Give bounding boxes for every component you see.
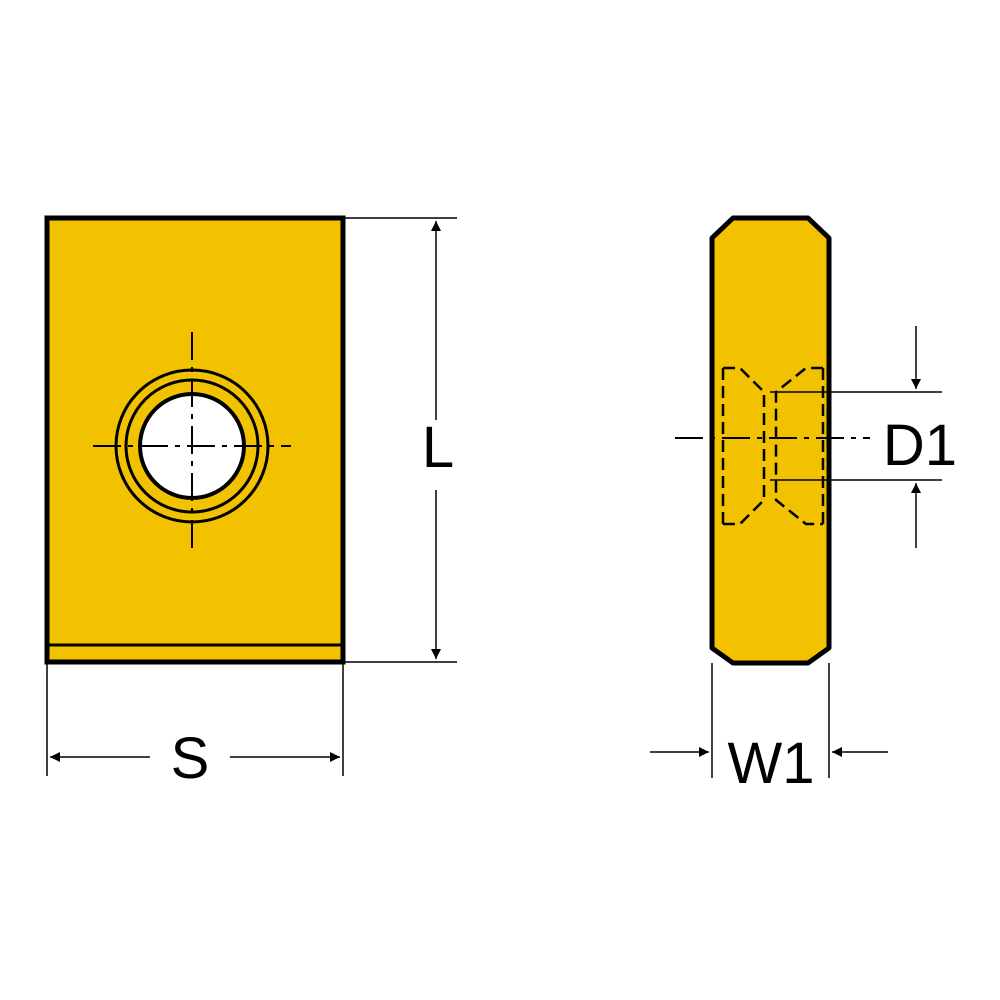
hole-section-hidden-lines: [721, 366, 825, 526]
S-label: S: [171, 726, 210, 791]
side-view: D1 W1: [650, 215, 957, 796]
insert-side-body: [709, 215, 832, 666]
D1-label: D1: [883, 413, 957, 478]
W1-label: W1: [728, 731, 815, 796]
front-view: L S: [44, 215, 457, 791]
L-label: L: [422, 415, 454, 480]
